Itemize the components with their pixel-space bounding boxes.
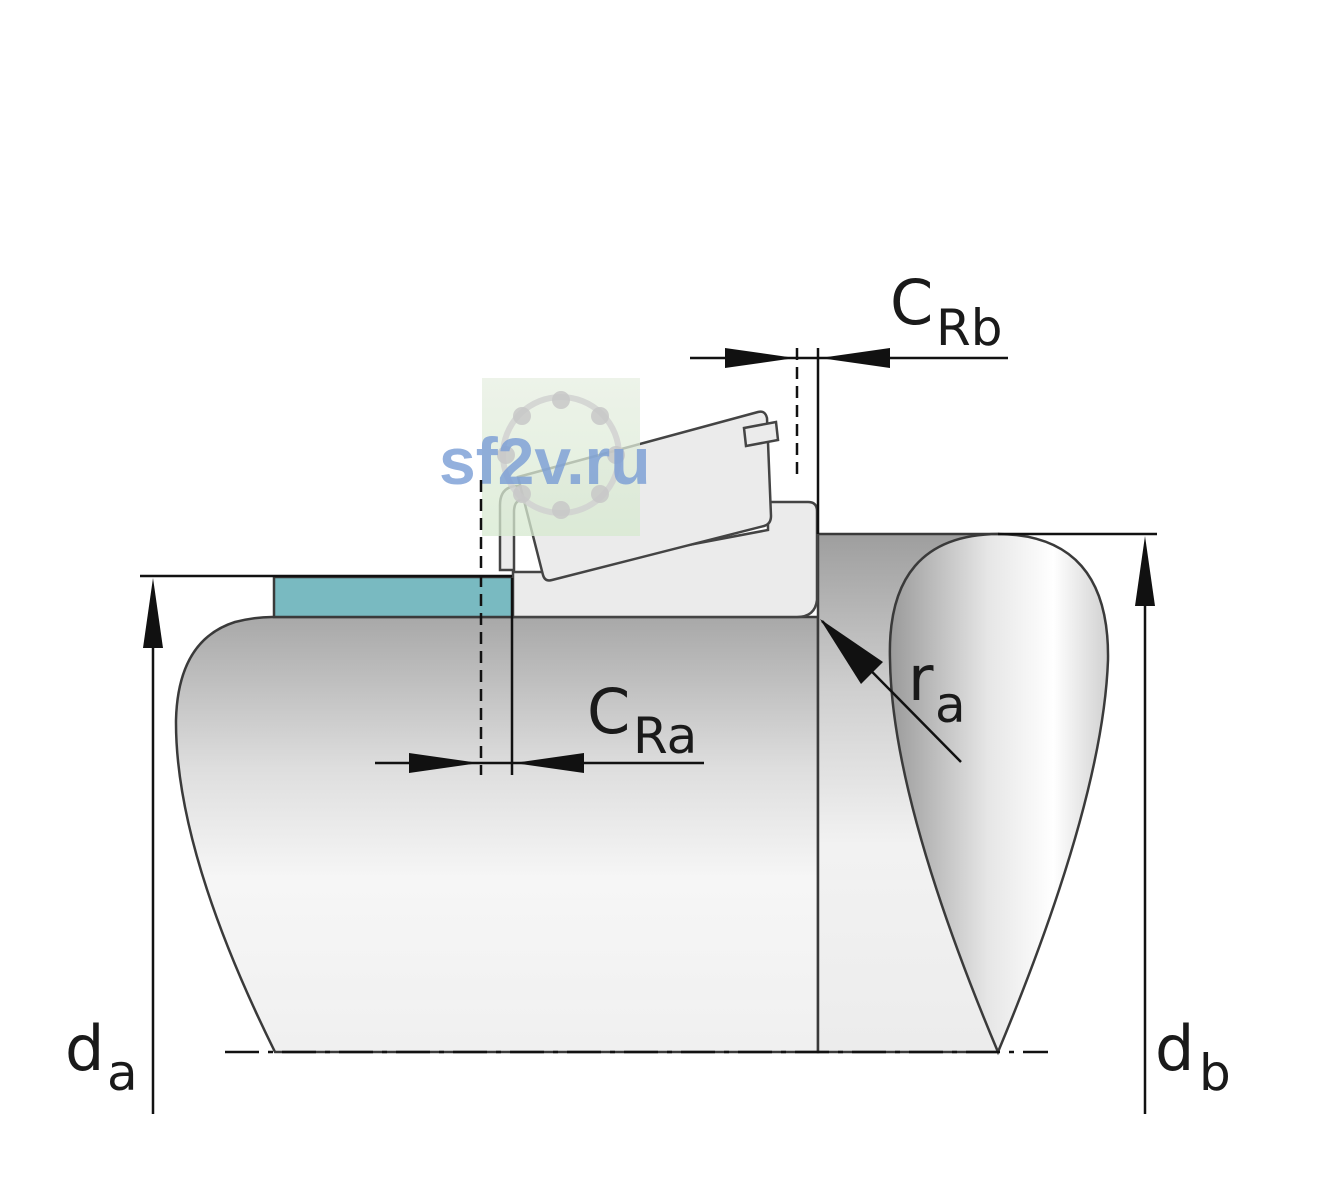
db-arrowhead <box>1135 536 1155 606</box>
da-arrowhead <box>143 578 163 648</box>
adapter-sleeve <box>272 575 515 619</box>
crb-label-sub: Rb <box>936 299 1002 357</box>
ra-label-sub: a <box>935 676 966 734</box>
cra-label: CRa <box>587 675 697 765</box>
tapered-roller <box>516 410 773 582</box>
crb-left-arrowhead <box>725 348 795 368</box>
db-label-sub: b <box>1199 1044 1231 1102</box>
da-label: da <box>65 1012 138 1102</box>
watermark-balls-icon <box>497 391 625 519</box>
watermark-text: sf2v.ru <box>439 424 651 498</box>
cra-right-arrowhead <box>514 753 584 773</box>
cra-label-sub: Ra <box>633 707 697 765</box>
shaft-body <box>174 615 820 1054</box>
db-label: db <box>1155 1012 1231 1102</box>
cra-left-arrowhead <box>409 753 479 773</box>
cage-flange <box>742 420 780 448</box>
watermark: sf2v.ru <box>439 378 651 536</box>
db-label-main: d <box>1155 1012 1194 1085</box>
da-label-main: d <box>65 1012 104 1085</box>
cra-label-main: C <box>587 675 630 748</box>
crb-label-main: C <box>890 266 933 339</box>
crb-label: CRb <box>890 266 1002 357</box>
ra-arrowhead <box>820 619 883 684</box>
da-label-sub: a <box>107 1044 138 1102</box>
ra-label: ra <box>908 642 966 734</box>
ra-label-main: r <box>908 642 934 715</box>
crb-right-arrowhead <box>820 348 890 368</box>
